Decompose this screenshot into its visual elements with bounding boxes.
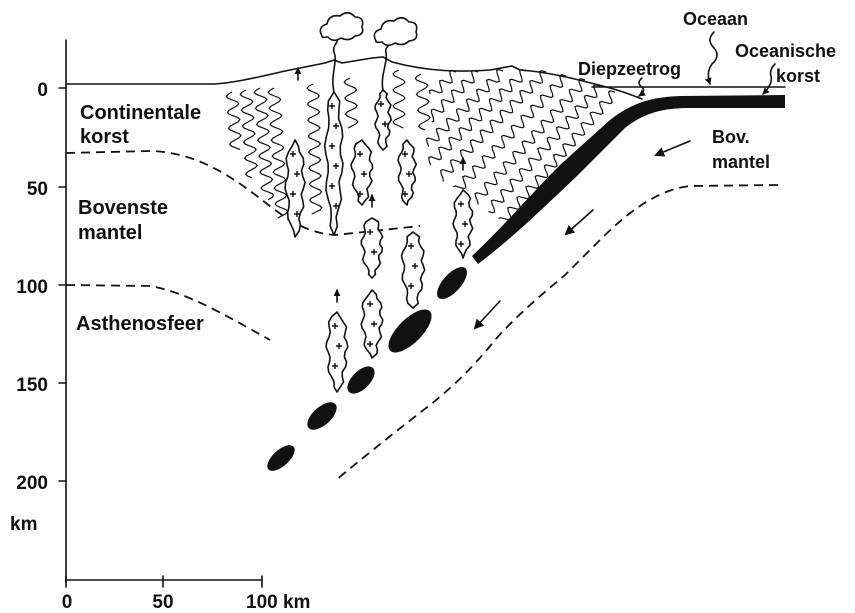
slab-fragment bbox=[382, 303, 439, 360]
depth-axis-ticks bbox=[59, 88, 66, 481]
magma-diapirs bbox=[285, 90, 473, 392]
trench-label: Diepzeetrog bbox=[578, 59, 681, 79]
eruption-cloud-right bbox=[374, 18, 416, 46]
depth-tick-label: 150 bbox=[16, 375, 48, 396]
ocean-label: Oceaan bbox=[683, 9, 748, 29]
fold-layer bbox=[415, 74, 430, 130]
fold-layer bbox=[240, 90, 257, 178]
slab-fragment bbox=[303, 397, 342, 434]
slab-motion-arrow bbox=[475, 301, 500, 328]
slab-fragment bbox=[432, 262, 472, 304]
continental-crust-label: korst bbox=[80, 126, 129, 148]
volcano-vent-right bbox=[382, 41, 391, 90]
magma-diapir bbox=[351, 140, 372, 205]
slab-motion-arrow bbox=[566, 210, 593, 234]
folded-crust-layers bbox=[226, 70, 615, 220]
fold-layer bbox=[393, 70, 405, 128]
fold-layer bbox=[431, 71, 478, 122]
fold-layer bbox=[475, 79, 585, 205]
magma-diapir bbox=[398, 140, 416, 205]
ocean-pointer bbox=[708, 32, 717, 84]
eruption-cloud-left bbox=[320, 13, 362, 41]
fold-layer bbox=[254, 88, 273, 200]
depth-unit-label: km bbox=[10, 514, 37, 535]
depth-tick-label: 100 bbox=[16, 277, 48, 298]
magma-diapir bbox=[326, 312, 348, 392]
depth-tick-label: 200 bbox=[16, 473, 48, 494]
fold-layer bbox=[344, 78, 358, 128]
continental-crust-label: Continentale bbox=[80, 102, 201, 124]
upper-mantle-right-label: Bov. bbox=[712, 127, 750, 147]
magma-diapir bbox=[375, 90, 391, 150]
magma-diapir bbox=[325, 92, 343, 235]
distance-tick-label: 0 bbox=[62, 592, 73, 613]
volcano-vent-left bbox=[333, 38, 338, 92]
upper-mantle-right-label: mantel bbox=[712, 152, 770, 172]
distance-tick-label: 100 km bbox=[246, 592, 310, 613]
fold-layer bbox=[429, 70, 526, 166]
magma-diapir bbox=[361, 218, 382, 278]
fold-layer bbox=[307, 84, 322, 214]
slab-motion-arrow bbox=[656, 141, 690, 155]
fold-layer bbox=[226, 92, 241, 150]
asthenosphere-label: Asthenosfeer bbox=[76, 313, 204, 335]
upper-mantle-label: mantel bbox=[78, 222, 142, 244]
magma-diapir bbox=[402, 232, 425, 308]
slab-fragment bbox=[343, 362, 380, 399]
upper-mantle-label: Bovenste bbox=[78, 197, 168, 219]
depth-tick-label: 50 bbox=[27, 179, 48, 200]
oceanic-crust-pointer bbox=[763, 64, 775, 94]
slab-fragment bbox=[263, 441, 299, 476]
oceanic-crust-label: korst bbox=[776, 66, 820, 86]
oceanic-crust-slab bbox=[472, 95, 785, 264]
depth-tick-label: 0 bbox=[37, 80, 48, 101]
distance-axis-ticks bbox=[66, 576, 262, 587]
distance-tick-label: 50 bbox=[152, 592, 173, 613]
oceanic-crust-label: Oceanische bbox=[735, 41, 836, 61]
